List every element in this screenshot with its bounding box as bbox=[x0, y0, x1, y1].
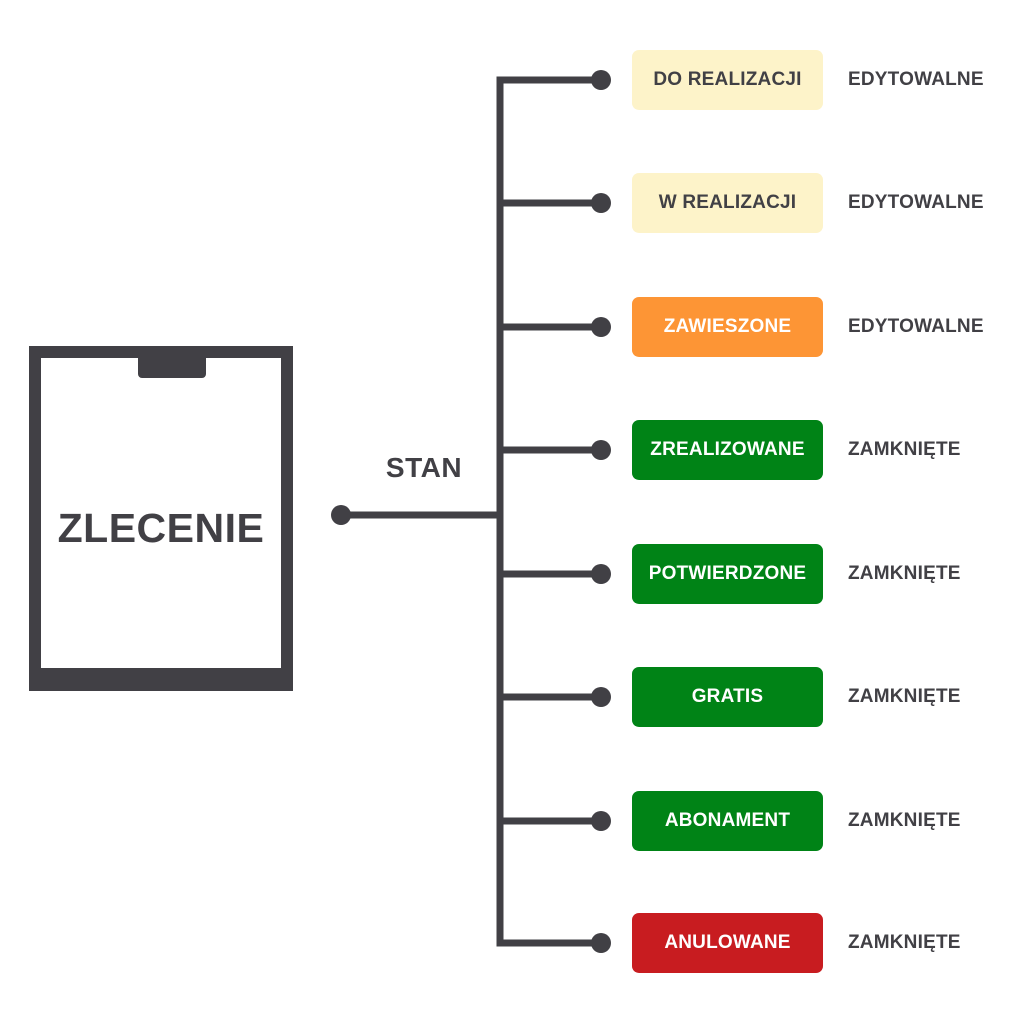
status-mode-label: ZAMKNIĘTE bbox=[848, 686, 961, 707]
status-mode-label: ZAMKNIĘTE bbox=[848, 439, 961, 460]
status-badge: W REALIZACJI bbox=[632, 173, 823, 233]
branch-dot bbox=[591, 811, 611, 831]
branch-dot bbox=[591, 70, 611, 90]
status-row: DO REALIZACJI EDYTOWALNE bbox=[632, 50, 1012, 110]
status-badge: GRATIS bbox=[632, 667, 823, 727]
status-mode-label: EDYTOWALNE bbox=[848, 192, 984, 213]
status-row: ABONAMENT ZAMKNIĘTE bbox=[632, 791, 1012, 851]
document-icon: ZLECENIE bbox=[29, 346, 293, 691]
status-mode-label: ZAMKNIĘTE bbox=[848, 810, 961, 831]
status-badge: ZREALIZOWANE bbox=[632, 420, 823, 480]
status-mode-label: EDYTOWALNE bbox=[848, 69, 984, 90]
branch-dot bbox=[591, 687, 611, 707]
status-row: POTWIERDZONE ZAMKNIĘTE bbox=[632, 544, 1012, 604]
status-row: GRATIS ZAMKNIĘTE bbox=[632, 667, 1012, 727]
status-row: ANULOWANE ZAMKNIĘTE bbox=[632, 913, 1012, 973]
document-page: ZLECENIE bbox=[41, 358, 281, 668]
document-title: ZLECENIE bbox=[57, 504, 265, 551]
status-badge: ZAWIESZONE bbox=[632, 297, 823, 357]
status-badge: DO REALIZACJI bbox=[632, 50, 823, 110]
branch-dot bbox=[591, 933, 611, 953]
branch-dot bbox=[591, 440, 611, 460]
status-badge: ANULOWANE bbox=[632, 913, 823, 973]
branch-dot bbox=[591, 317, 611, 337]
status-row: ZREALIZOWANE ZAMKNIĘTE bbox=[632, 420, 1012, 480]
status-badge: ABONAMENT bbox=[632, 791, 823, 851]
status-row: ZAWIESZONE EDYTOWALNE bbox=[632, 297, 1012, 357]
status-row: W REALIZACJI EDYTOWALNE bbox=[632, 173, 1012, 233]
status-mode-label: ZAMKNIĘTE bbox=[848, 932, 961, 953]
document-clip bbox=[138, 358, 206, 378]
status-mode-label: ZAMKNIĘTE bbox=[848, 563, 961, 584]
branch-dot bbox=[591, 564, 611, 584]
status-mode-label: EDYTOWALNE bbox=[848, 316, 984, 337]
status-badge: POTWIERDZONE bbox=[632, 544, 823, 604]
connector-label: STAN bbox=[385, 452, 463, 483]
branch-dot bbox=[591, 193, 611, 213]
main-connector-dot bbox=[331, 505, 351, 525]
